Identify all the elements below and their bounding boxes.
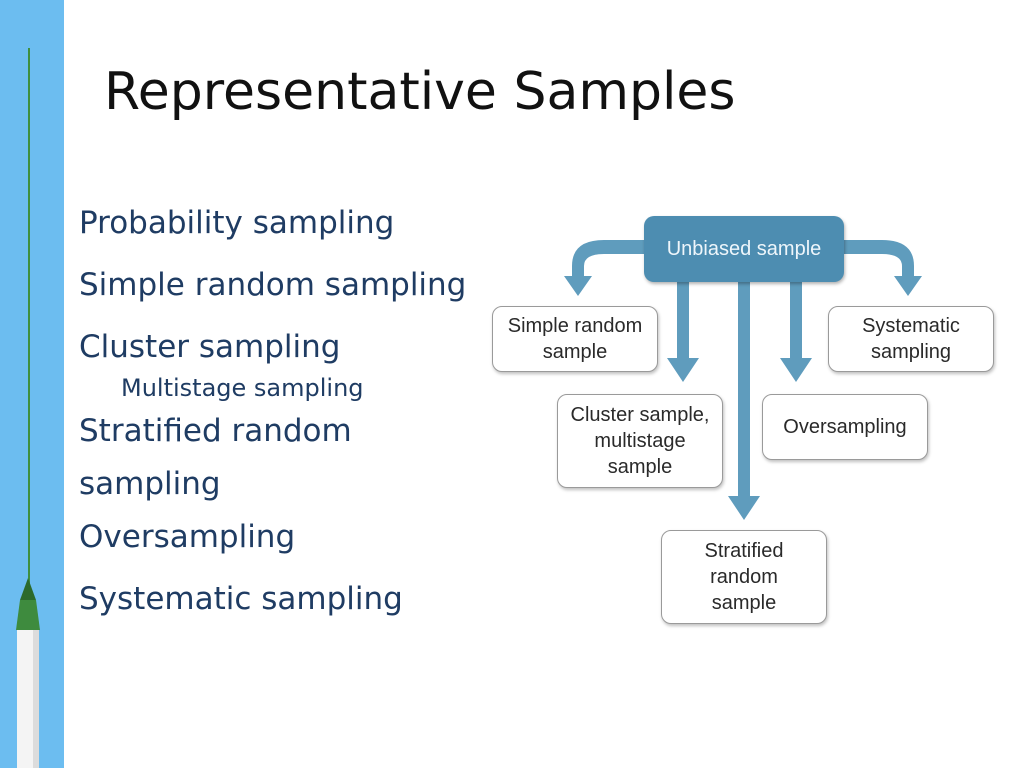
arrow-to-stratified bbox=[728, 282, 760, 520]
node-oversampling: Oversampling bbox=[762, 394, 928, 460]
root-node-unbiased-sample: Unbiased sample bbox=[644, 216, 844, 282]
node-systematic-sampling: Systematic sampling bbox=[828, 306, 994, 372]
pencil-line bbox=[28, 48, 30, 588]
bullet-probability-sampling: Probability sampling bbox=[79, 205, 395, 241]
arrow-to-systematic bbox=[841, 240, 922, 296]
node-simple-random-sample: Simple random sample bbox=[492, 306, 658, 372]
arrow-to-cluster bbox=[667, 282, 699, 382]
bullet-oversampling: Oversampling bbox=[79, 519, 296, 555]
node-cluster-multistage-sample: Cluster sample, multistage sample bbox=[557, 394, 723, 488]
bullet-simple-random-sampling: Simple random sampling bbox=[79, 267, 467, 303]
bullet-stratified-random-sampling: Stratified random sampling bbox=[79, 413, 352, 502]
node-stratified-random-sample: Stratified random sample bbox=[661, 530, 827, 624]
pencil-icon bbox=[16, 578, 40, 768]
slide-title: Representative Samples bbox=[104, 62, 736, 122]
bullet-multistage-sampling: Multistage sampling bbox=[121, 374, 364, 402]
bullet-list: Probability sampling Simple random sampl… bbox=[79, 205, 484, 643]
arrow-to-simple-random bbox=[564, 240, 646, 296]
bullet-systematic-sampling: Systematic sampling bbox=[79, 581, 403, 617]
bullet-cluster-sampling: Cluster sampling bbox=[79, 329, 341, 365]
diagram-arrows bbox=[564, 240, 922, 520]
arrow-to-oversampling bbox=[780, 282, 812, 382]
